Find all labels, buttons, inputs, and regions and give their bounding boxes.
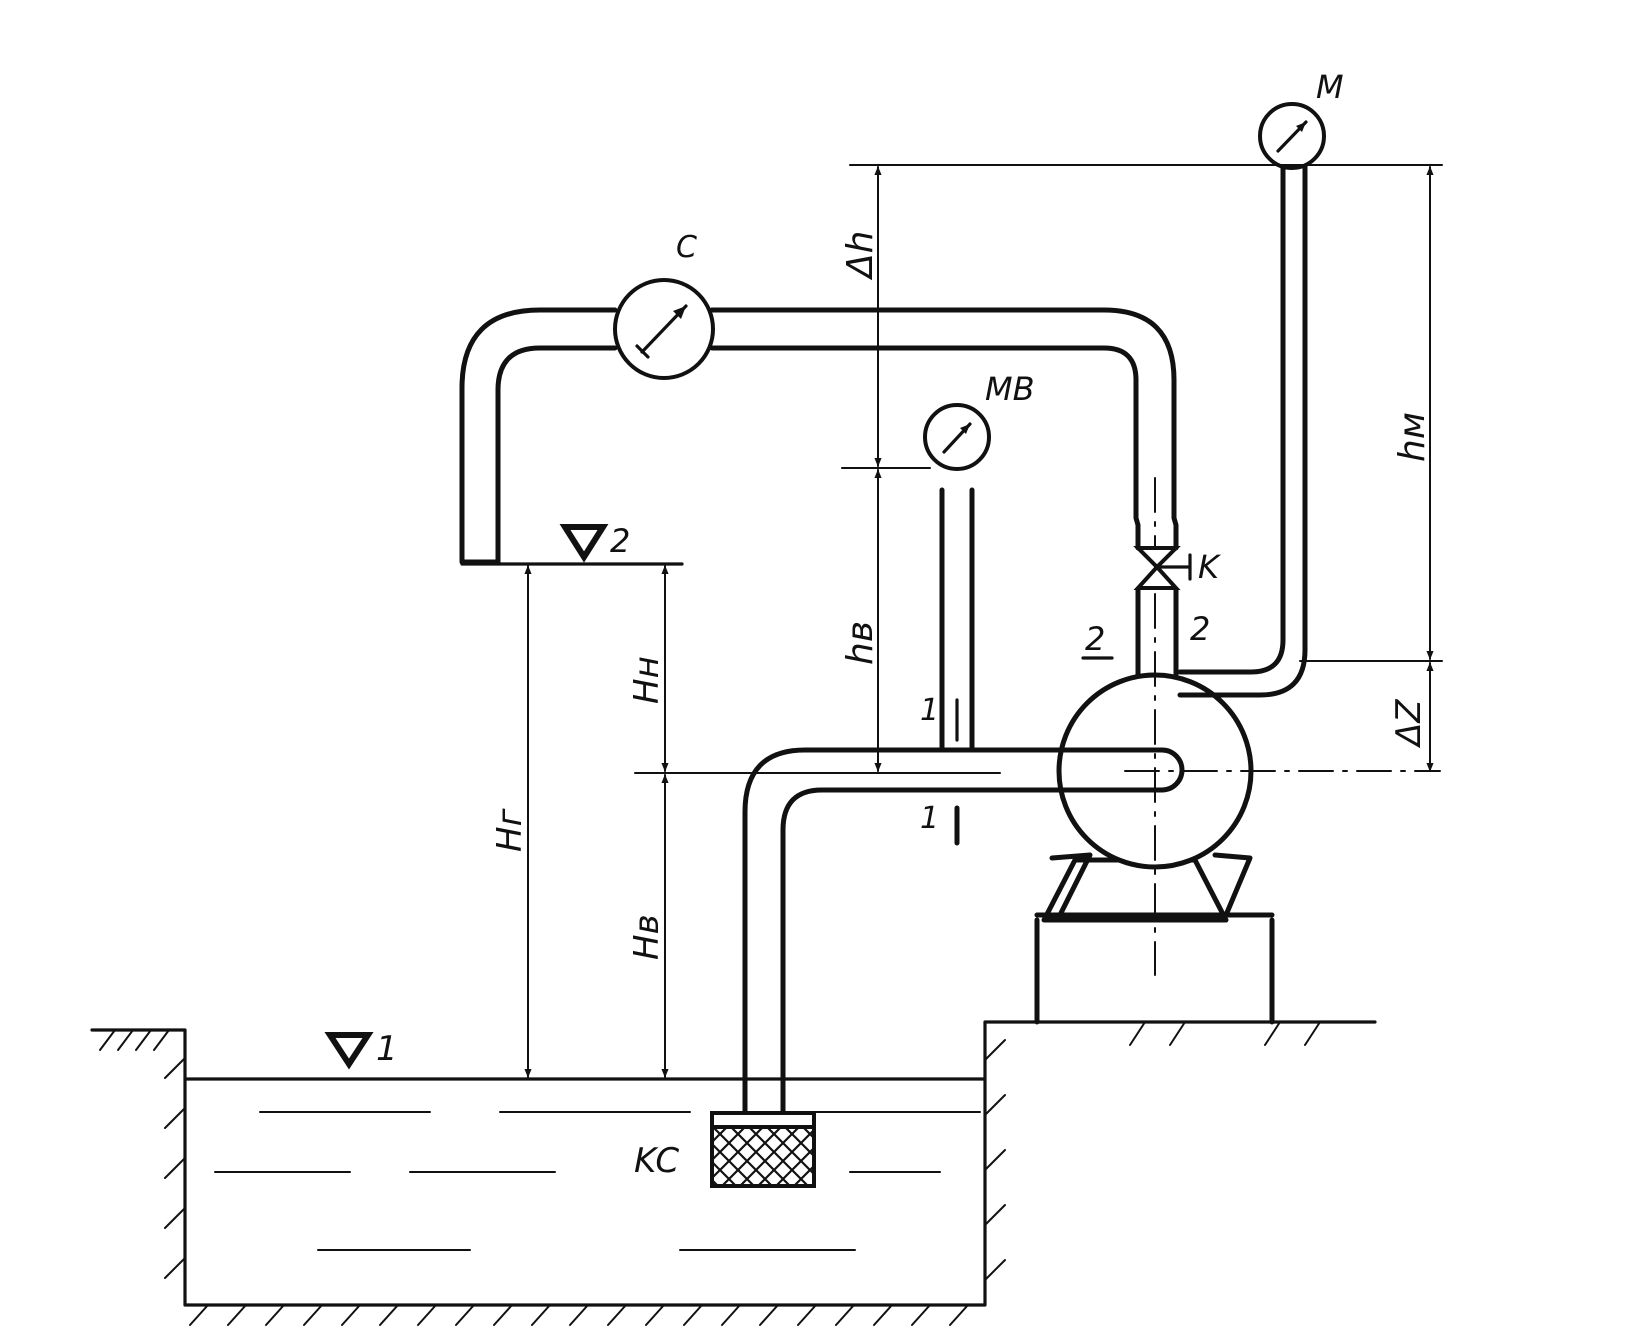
pressure-gauge-label: M <box>1316 68 1344 106</box>
strainer-label: KC <box>634 1141 679 1181</box>
pump <box>1034 477 1441 1025</box>
dim-vacuum-gauge-height: hв <box>840 469 882 772</box>
delta-z-label: ΔZ <box>1389 699 1429 749</box>
crosshatch-mesh-icon <box>710 1125 816 1188</box>
strainer: KC <box>634 1111 816 1188</box>
down-triangle-icon <box>324 1032 374 1070</box>
reservoir <box>90 1020 1377 1326</box>
section-1-bottom-label: 1 <box>920 801 939 836</box>
discharge-pipe <box>459 307 1179 565</box>
section-1-top-label: 1 <box>920 693 939 728</box>
vacuum-gauge: MB <box>923 370 1035 753</box>
down-triangle-icon <box>559 524 609 563</box>
dim-suction-head: Hв <box>627 774 669 1078</box>
section-2-left-label: 2 <box>1085 620 1105 658</box>
level-1-marker: 1 <box>324 1029 398 1070</box>
H-suction-label: Hв <box>627 914 667 960</box>
level-2-marker: 2 <box>460 522 684 566</box>
dial-with-needle-icon <box>942 422 972 454</box>
dim-discharge-head: Hн <box>627 565 669 772</box>
bowtie-valve-icon <box>1133 546 1181 590</box>
h-manometer-label: hм <box>1392 412 1433 462</box>
valve: K <box>1133 546 1222 590</box>
delta-h-label: Δh <box>840 231 881 281</box>
level-2-label: 2 <box>610 522 630 560</box>
dim-manometer-height: hм <box>1392 166 1434 660</box>
bottom-hatch-lines <box>189 1304 969 1326</box>
vacuum-gauge-label: MB <box>985 370 1035 408</box>
H-discharge-label: Hн <box>627 656 667 704</box>
section-1: 1 1 <box>920 693 960 846</box>
section-2-right-label: 2 <box>1190 610 1210 648</box>
dim-delta-h: Δh <box>840 166 882 467</box>
ground-hatching <box>189 1304 969 1326</box>
dim-geodetic-head: Hг <box>490 565 532 1078</box>
H-geodetic-label: Hг <box>490 807 530 852</box>
h-vacuum-label: hв <box>840 621 881 665</box>
flowmeter: C <box>613 230 715 380</box>
dim-delta-z: ΔZ <box>1389 662 1434 772</box>
valve-label: K <box>1198 548 1222 586</box>
dial-with-needle-icon <box>1276 120 1308 153</box>
dial-with-needle-icon <box>635 304 688 359</box>
pressure-gauge: M <box>1177 68 1344 698</box>
flowmeter-label: C <box>676 230 697 265</box>
level-1-label: 1 <box>376 1029 398 1069</box>
section-2: 2 2 <box>1081 610 1210 660</box>
